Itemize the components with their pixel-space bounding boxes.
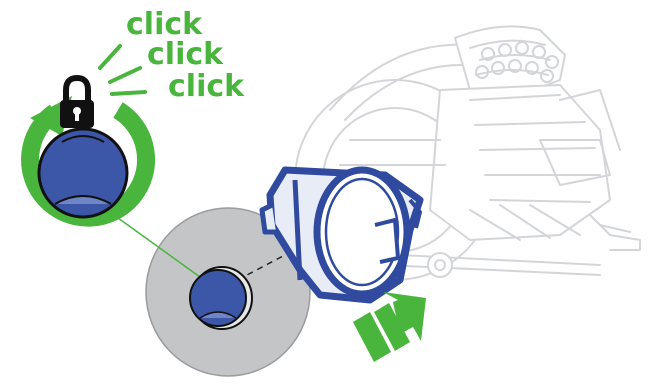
click-label-2: click [147, 37, 224, 72]
click-label-1: click [126, 7, 203, 42]
detail-hub [37, 127, 129, 219]
direction-arrow-icon [353, 292, 426, 362]
disc-hub [189, 266, 253, 330]
detail-callout-line [99, 204, 219, 291]
click-label-3: click [168, 69, 245, 104]
locking-detail [21, 96, 155, 227]
blue-ring-part [259, 166, 424, 304]
click-motion-lines [98, 44, 147, 96]
padlock-icon [60, 74, 94, 128]
